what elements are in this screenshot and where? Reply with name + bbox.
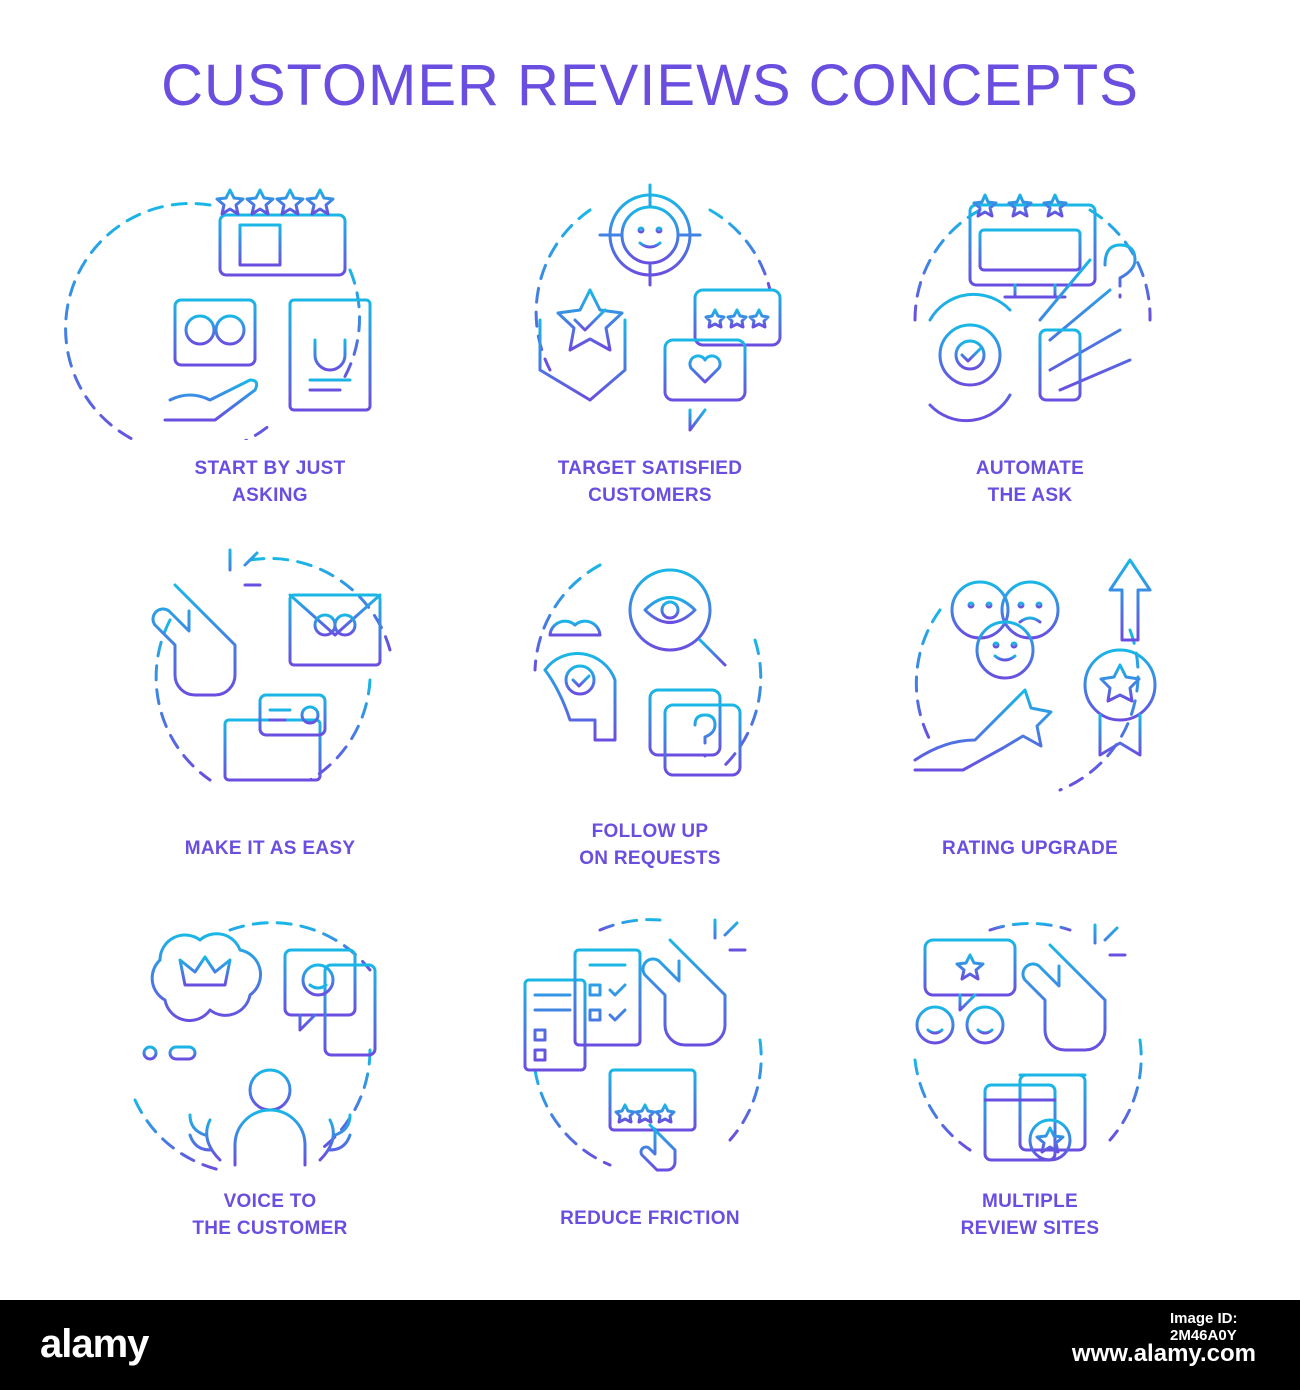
footer-image-id: Image ID: 2M46A0Y: [1170, 1310, 1238, 1344]
concept-automate-the-ask: AUTOMATE THE ASK: [820, 170, 1240, 535]
concept-rating-upgrade: RATING UPGRADE: [820, 540, 1240, 905]
concept-label-line2: THE ASK: [987, 485, 1073, 506]
concept-target-satisfied-customers: TARGET SATISFIED CUSTOMERS: [440, 170, 860, 535]
concept-multiple-review-sites: MULTIPLE REVIEW SITES: [820, 910, 1240, 1275]
concept-start-by-just-asking: START BY JUST ASKING: [60, 170, 480, 535]
concept-label-line1: MULTIPLE: [982, 1191, 1078, 1212]
footer-brand: alamy: [40, 1322, 149, 1366]
review-sites-icon: [913, 922, 1143, 1162]
page-title: CUSTOMER REVIEWS CONCEPTS: [161, 53, 1139, 118]
concept-label-line2: REVIEW SITES: [960, 1218, 1100, 1239]
concept-label-line1: AUTOMATE: [975, 458, 1085, 479]
follow-up-eye-icon: [533, 563, 763, 777]
concept-label-line2: ASKING: [232, 485, 308, 506]
concept-follow-up-on-requests: FOLLOW UP ON REQUESTS: [440, 540, 860, 905]
concept-label-line2: THE CUSTOMER: [192, 1218, 348, 1239]
rating-upgrade-icon: [913, 558, 1157, 792]
concept-make-it-as-easy: MAKE IT AS EASY: [60, 540, 480, 905]
concept-label-line1: RATING UPGRADE: [942, 838, 1118, 859]
target-smile-icon: [534, 183, 782, 432]
concept-label-line2: CUSTOMERS: [588, 485, 712, 506]
concept-label-line1: VOICE TO: [223, 1191, 317, 1212]
voice-customer-icon: [133, 921, 377, 1172]
concept-voice-to-the-customer: VOICE TO THE CUSTOMER: [60, 910, 480, 1275]
concept-label-line1: MAKE IT AS EASY: [184, 838, 356, 859]
checklist-click-icon: [523, 918, 763, 1172]
footer-url: www.alamy.com: [1071, 1340, 1256, 1367]
concept-label-line1: START BY JUST: [194, 458, 346, 479]
click-email-laptop-icon: [151, 548, 392, 782]
qr-review-feedback-icon: [64, 188, 372, 440]
concept-label-line2: ON REQUESTS: [579, 848, 721, 869]
concept-label-line1: REDUCE FRICTION: [560, 1208, 740, 1229]
concept-label-line1: FOLLOW UP: [591, 821, 709, 842]
concept-label-line1: TARGET SATISFIED: [557, 458, 743, 479]
concept-reduce-friction: REDUCE FRICTION: [440, 910, 860, 1275]
footer-bar: alamy Image ID: 2M46A0Y www.alamy.com: [0, 1300, 1300, 1390]
robot-automation-icon: [913, 193, 1152, 423]
